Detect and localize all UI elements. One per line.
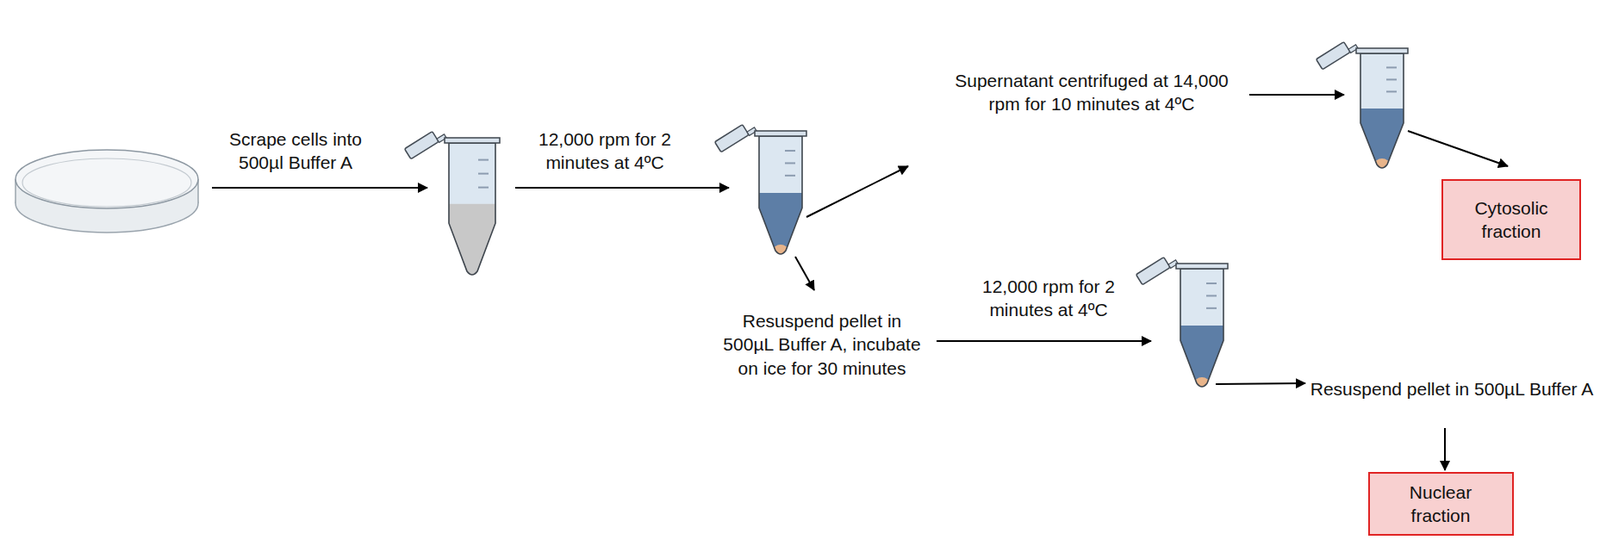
process-arrow bbox=[806, 166, 909, 218]
process-arrow bbox=[936, 340, 1152, 343]
result-box: Cytosolic fraction bbox=[1441, 179, 1582, 261]
tube-cap bbox=[1316, 37, 1359, 70]
tube-cap bbox=[1136, 252, 1179, 286]
centrifuge-tube bbox=[404, 126, 500, 342]
process-arrow bbox=[795, 256, 815, 291]
step-label: Resuspend pellet in 500µL Buffer A bbox=[1309, 377, 1594, 401]
result-box: Nuclear fraction bbox=[1368, 472, 1514, 536]
process-arrow bbox=[515, 186, 729, 189]
fraction-label: Cytosolic fraction bbox=[1451, 196, 1571, 244]
process-arrow bbox=[1407, 130, 1508, 167]
process-arrow bbox=[1249, 93, 1345, 96]
fraction-label: Nuclear fraction bbox=[1378, 480, 1504, 529]
process-arrow bbox=[1215, 383, 1306, 385]
step-label: Resuspend pellet in 500µL Buffer A, incu… bbox=[716, 309, 928, 380]
process-arrow bbox=[211, 186, 428, 189]
step-label: 12,000 rpm for 2 minutes at 4ºC bbox=[518, 127, 692, 175]
tube-cap bbox=[404, 126, 448, 160]
process-arrow bbox=[1444, 428, 1446, 471]
step-label: 12,000 rpm for 2 minutes at 4ºC bbox=[962, 274, 1135, 323]
step-label: Scrape cells into 500µl Buffer A bbox=[209, 127, 382, 175]
centrifuge-tube bbox=[1136, 252, 1228, 450]
petri-dish bbox=[15, 149, 199, 233]
tube-cap bbox=[715, 119, 758, 153]
centrifuge-tube bbox=[715, 119, 807, 318]
centrifuge-tube bbox=[1316, 37, 1408, 230]
step-label: Supernatant centrifuged at 14,000 rpm fo… bbox=[940, 68, 1243, 117]
